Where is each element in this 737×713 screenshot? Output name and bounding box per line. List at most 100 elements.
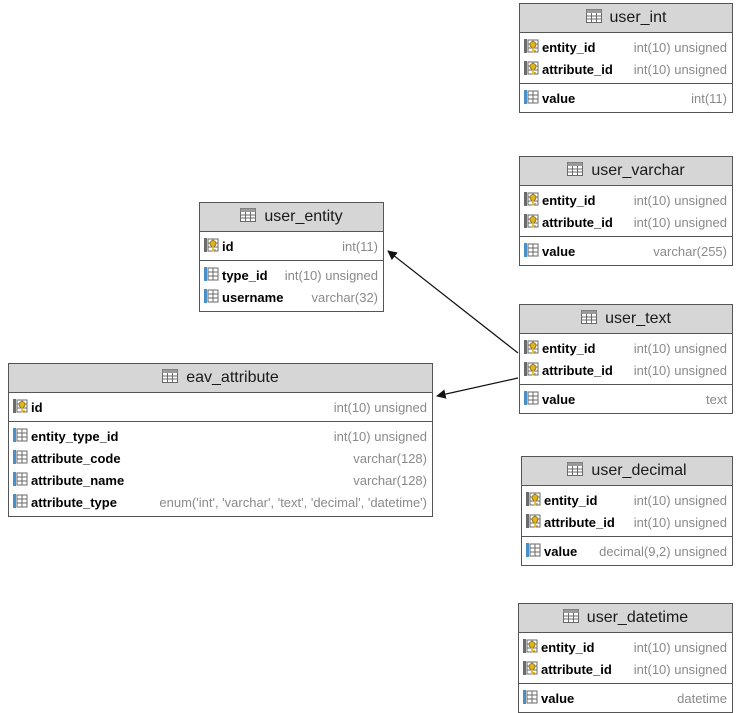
column-group: entity_type_id int(10) unsigned attribute…	[9, 422, 432, 516]
table-icon	[585, 8, 602, 28]
relation-user-text-to-eav-attribute	[436, 377, 519, 399]
column-type: varchar(32)	[311, 289, 378, 305]
column-name: id	[31, 399, 43, 415]
primary-key-icon	[523, 339, 539, 358]
table-header[interactable]: user_int	[520, 4, 732, 33]
column-row[interactable]: attribute_id int(10) unsigned	[519, 658, 732, 680]
column-row[interactable]: attribute_id int(10) unsigned	[522, 511, 732, 533]
column-type: text	[706, 391, 727, 407]
column-icon	[12, 493, 28, 512]
column-row[interactable]: attribute_code varchar(128)	[9, 447, 432, 469]
table-header[interactable]: user_entity	[200, 203, 383, 232]
column-type: int(10) unsigned	[633, 661, 727, 677]
column-type: enum('int', 'varchar', 'text', 'decimal'…	[159, 494, 427, 510]
table-title: user_int	[609, 9, 667, 26]
column-name: entity_id	[544, 492, 598, 508]
column-name: attribute_id	[542, 362, 613, 378]
column-row[interactable]: value text	[520, 388, 732, 410]
primary-key-icon	[203, 237, 219, 256]
primary-key-icon	[523, 361, 539, 380]
primary-key-icon	[522, 638, 538, 657]
column-name: value	[541, 690, 575, 706]
column-name: entity_id	[541, 639, 595, 655]
column-type: int(10) unsigned	[333, 428, 427, 444]
column-type: int(10) unsigned	[633, 514, 727, 530]
column-icon	[525, 542, 541, 561]
table-header[interactable]: user_datetime	[519, 604, 732, 633]
table-title: user_datetime	[586, 609, 689, 626]
column-type: datetime	[677, 690, 727, 706]
primary-key-icon	[12, 398, 28, 417]
column-name: attribute_code	[31, 450, 121, 466]
table-eav-attribute[interactable]: eav_attribute id int(10) unsigned	[8, 363, 433, 517]
column-type: int(10) unsigned	[633, 192, 727, 208]
column-group: value datetime	[519, 684, 732, 712]
column-type: varchar(128)	[353, 450, 427, 466]
column-name: value	[542, 391, 576, 407]
table-icon	[162, 368, 179, 388]
table-header[interactable]: user_varchar	[520, 157, 732, 186]
table-header[interactable]: user_decimal	[522, 457, 732, 486]
table-icon	[567, 461, 584, 481]
primary-key-icon	[523, 213, 539, 232]
table-icon	[240, 207, 257, 227]
column-row[interactable]: value datetime	[519, 687, 732, 709]
column-type: int(10) unsigned	[333, 399, 427, 415]
table-title: eav_attribute	[186, 369, 279, 386]
primary-key-icon	[523, 191, 539, 210]
table-header[interactable]: eav_attribute	[9, 364, 432, 393]
column-name: attribute_id	[544, 514, 615, 530]
column-name: entity_id	[542, 39, 596, 55]
column-type: decimal(9,2) unsigned	[599, 543, 727, 559]
primary-key-icon	[523, 38, 539, 57]
column-name: attribute_id	[541, 661, 612, 677]
column-type: int(11)	[342, 238, 378, 254]
column-name: entity_type_id	[31, 428, 119, 444]
column-icon	[523, 89, 539, 108]
table-title: user_entity	[264, 208, 343, 225]
table-title: user_text	[605, 310, 671, 327]
column-type: varchar(255)	[653, 243, 727, 259]
column-icon	[203, 288, 219, 307]
column-row[interactable]: id int(10) unsigned	[9, 396, 432, 418]
column-type: int(10) unsigned	[633, 61, 727, 77]
table-icon	[562, 608, 579, 628]
column-name: type_id	[222, 267, 268, 283]
column-name: entity_id	[542, 340, 596, 356]
column-name: attribute_name	[31, 472, 125, 488]
column-icon	[523, 390, 539, 409]
table-header[interactable]: user_text	[520, 305, 732, 334]
primary-key-icon	[523, 60, 539, 79]
column-row[interactable]: entity_type_id int(10) unsigned	[9, 425, 432, 447]
primary-key-icon	[525, 491, 541, 510]
column-type: int(10) unsigned	[633, 214, 727, 230]
column-icon	[12, 449, 28, 468]
